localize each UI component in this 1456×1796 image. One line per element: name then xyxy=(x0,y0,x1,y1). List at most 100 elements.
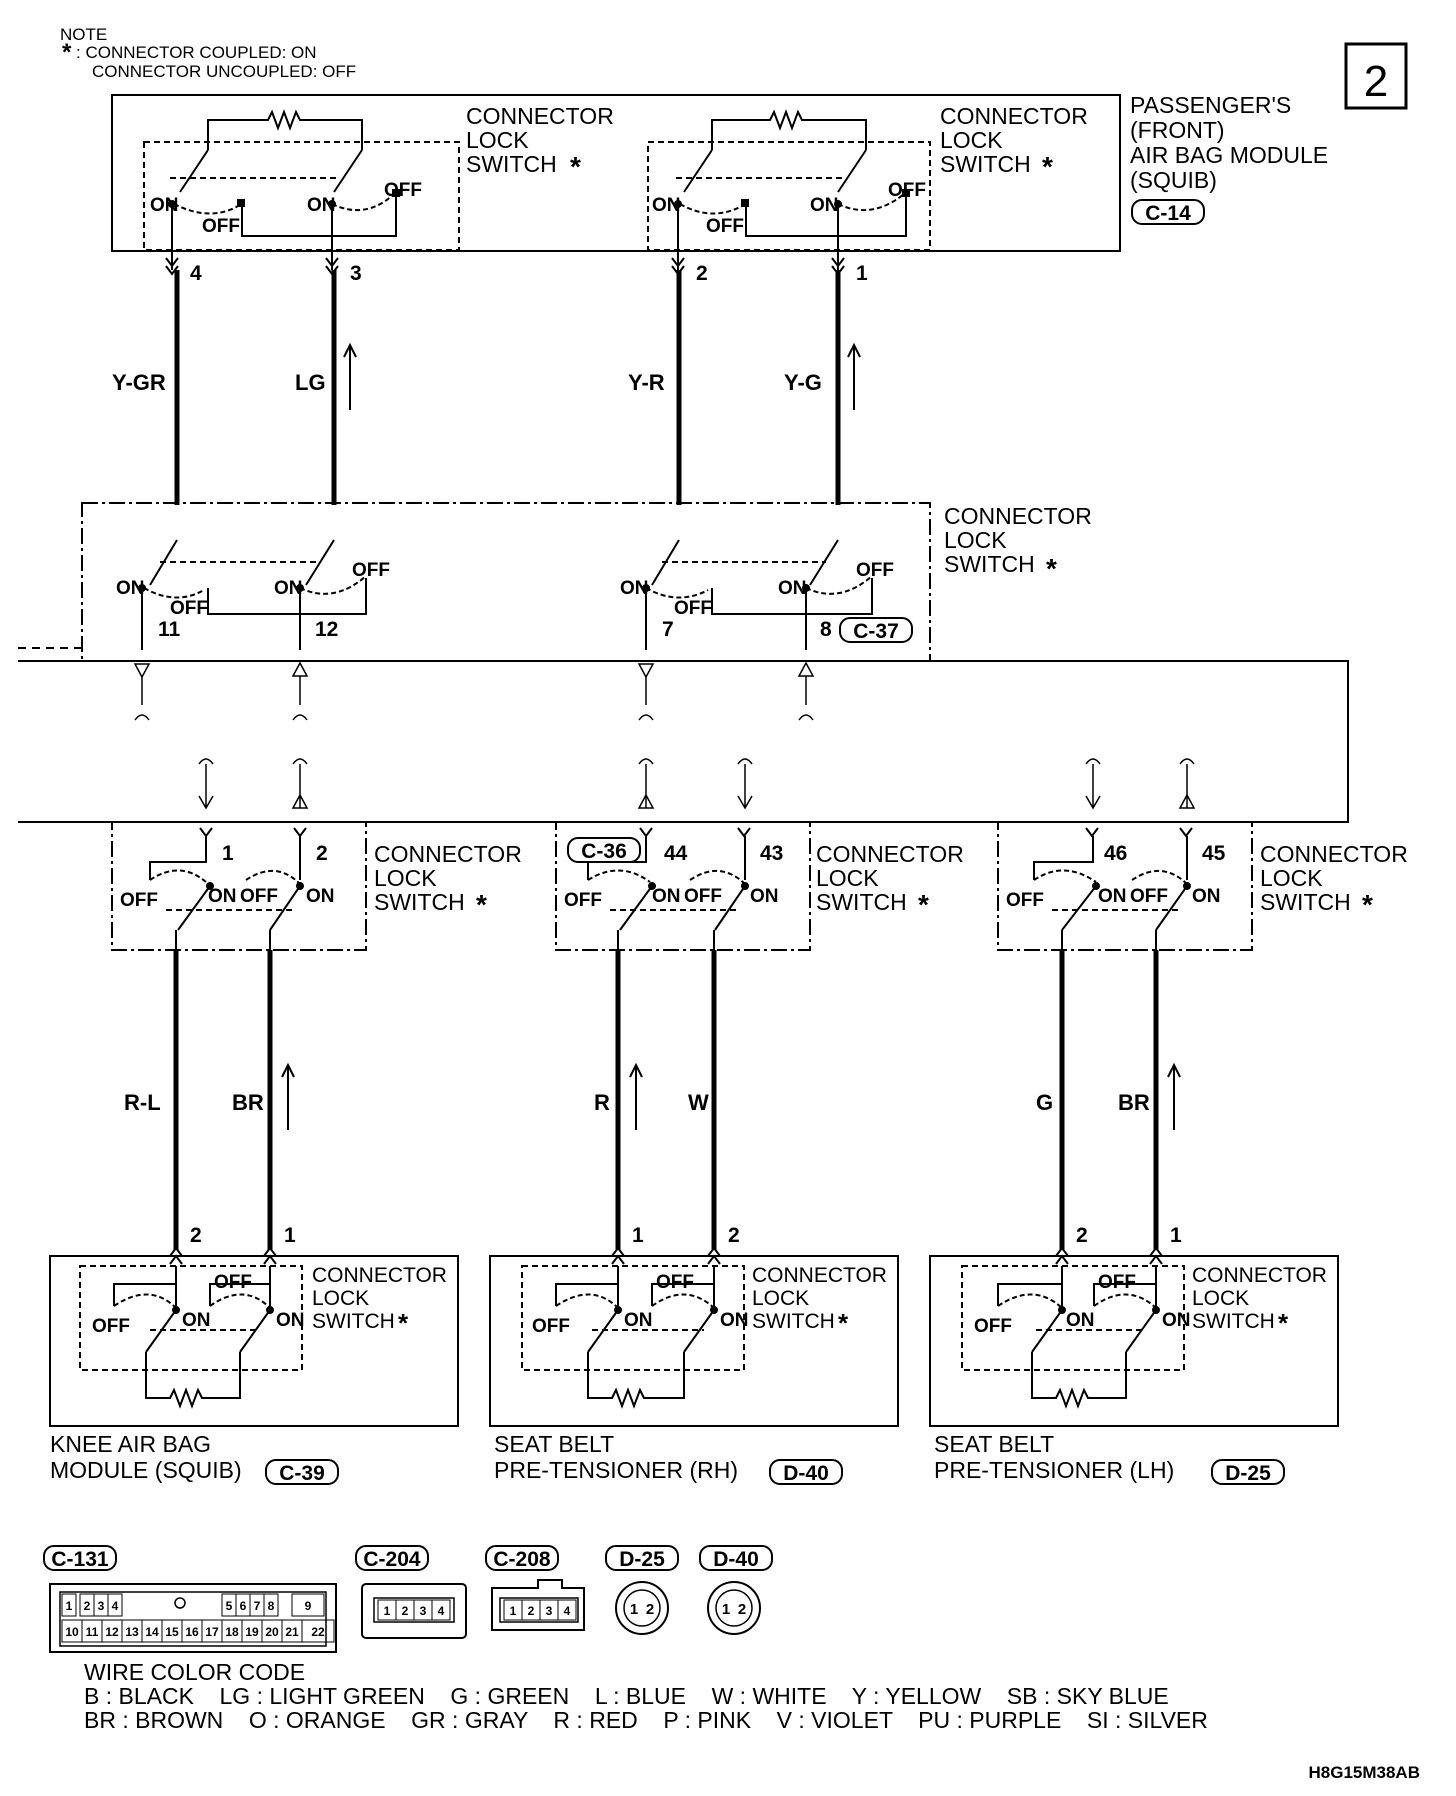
pin-mid-11: 11 xyxy=(158,618,181,641)
connector-pin-number: 1 xyxy=(384,1604,391,1618)
svg-text:LOCK: LOCK xyxy=(312,1287,369,1310)
svg-text:*: * xyxy=(1046,553,1057,584)
current-arrows-upper xyxy=(343,342,861,410)
svg-text:OFF: OFF xyxy=(564,890,602,911)
svg-text:ON: ON xyxy=(620,578,649,599)
connector-code-c37: C-37 xyxy=(853,620,899,643)
connector-view-d40: D-40 1 2 xyxy=(699,1545,773,1635)
connector-pin-number: 22 xyxy=(311,1625,325,1639)
connector-pin-number: 2 xyxy=(528,1604,535,1618)
wire-lower-rl: R-L xyxy=(124,1090,161,1115)
connector-pin-number: 21 xyxy=(285,1625,299,1639)
svg-text:SWITCH: SWITCH xyxy=(466,151,557,177)
pin-lower-44: 44 xyxy=(664,842,688,865)
svg-text:ON: ON xyxy=(624,1310,653,1331)
svg-text:CONNECTOR: CONNECTOR xyxy=(944,503,1092,529)
svg-text:LOCK: LOCK xyxy=(944,527,1007,553)
svg-text:*: * xyxy=(398,1308,409,1338)
svg-text:ON: ON xyxy=(208,886,237,907)
svg-text:D-25: D-25 xyxy=(619,1548,665,1571)
lower-switch-text-knee: OFF ON OFF ON CONNECTOR LOCK SWITCH * xyxy=(120,841,522,920)
current-arrows-lower xyxy=(281,1062,1181,1130)
connector-code-c36: C-36 xyxy=(581,840,627,863)
lh-pretensioner-label: SEAT BELT PRE-TENSIONER (LH) D-25 xyxy=(934,1431,1285,1485)
svg-text:OFF: OFF xyxy=(240,886,278,907)
svg-text:SWITCH: SWITCH xyxy=(374,889,465,915)
lower-wires xyxy=(173,950,1159,1250)
connector-tag-c37 xyxy=(839,617,913,643)
lower-switch-text-lh: OFF ON OFF ON CONNECTOR LOCK SWITCH * xyxy=(1006,841,1408,920)
svg-text:ON: ON xyxy=(1066,1310,1095,1331)
svg-text:ON: ON xyxy=(750,886,779,907)
svg-text:LOCK: LOCK xyxy=(1260,865,1323,891)
pin-lower-43: 43 xyxy=(760,842,783,865)
svg-text:OFF: OFF xyxy=(856,560,894,581)
svg-text:ON: ON xyxy=(720,1310,749,1331)
pin-top-3: 3 xyxy=(350,262,362,285)
connector-pin-number: 6 xyxy=(240,1599,247,1613)
pin-bottom-lh-2: 2 xyxy=(1076,1224,1088,1247)
svg-text:1: 1 xyxy=(722,1601,730,1618)
pin-bottom-knee-2: 2 xyxy=(190,1224,202,1247)
svg-text:CONNECTOR: CONNECTOR xyxy=(1192,1264,1327,1287)
svg-text:PRE-TENSIONER (RH): PRE-TENSIONER (RH) xyxy=(494,1457,738,1483)
diagram-number-box xyxy=(1344,42,1408,110)
svg-text:*: * xyxy=(1362,889,1373,920)
svg-text:D-40: D-40 xyxy=(713,1548,759,1571)
svg-text:OFF: OFF xyxy=(120,890,158,911)
connector-pin-number: 20 xyxy=(265,1625,279,1639)
connector-pin-number: 4 xyxy=(438,1604,445,1618)
connector-pin-cell xyxy=(61,1593,77,1617)
rh-switch-text: OFF ON OFF ON CONNECTOR LOCK SWITCH * xyxy=(532,1264,887,1338)
pin-top-1: 1 xyxy=(856,262,868,285)
connector-pin-number: 16 xyxy=(185,1625,199,1639)
connector-pin-number: 3 xyxy=(98,1599,105,1613)
svg-text:2: 2 xyxy=(646,1601,654,1618)
wire-lower-br-lh: BR xyxy=(1118,1090,1150,1115)
connector-tag-c14 xyxy=(1131,199,1205,225)
svg-text:CONNECTOR: CONNECTOR xyxy=(466,103,614,129)
connector-pin-number: 2 xyxy=(84,1599,91,1613)
svg-text:ON: ON xyxy=(1098,886,1127,907)
knee-airbag-label: KNEE AIR BAG MODULE (SQUIB) C-39 xyxy=(50,1431,339,1485)
svg-text:BR : BROWN O : ORANGE GR: BR : BROWN O : ORANGE GR : GRAY R : RED … xyxy=(84,1707,1208,1733)
svg-text:CONNECTOR: CONNECTOR xyxy=(752,1264,887,1287)
svg-text:SWITCH: SWITCH xyxy=(944,551,1035,577)
top-switch-group-left xyxy=(143,109,460,270)
svg-text:LOCK: LOCK xyxy=(940,127,1003,153)
svg-text:C-208: C-208 xyxy=(493,1548,551,1571)
connector-pin-number: 11 xyxy=(86,1625,99,1639)
wire-upper-ygr: Y-GR xyxy=(112,370,166,395)
svg-text:MODULE (SQUIB): MODULE (SQUIB) xyxy=(50,1457,242,1483)
connector-pin-number: 3 xyxy=(546,1604,553,1618)
note-star: * xyxy=(62,39,72,66)
svg-text:ON: ON xyxy=(306,886,335,907)
knee-switch-text: OFF ON OFF ON CONNECTOR LOCK SWITCH * xyxy=(92,1264,447,1338)
svg-text:SWITCH: SWITCH xyxy=(940,151,1031,177)
svg-text:ON: ON xyxy=(307,195,336,216)
svg-text:D-25: D-25 xyxy=(1225,1462,1271,1485)
connector-pin-number: 1 xyxy=(66,1599,73,1613)
top-switch-text-right: ON OFF ON OFF CONNECTOR LOCK SWITCH * xyxy=(652,103,1088,237)
svg-text:ON: ON xyxy=(116,578,145,599)
svg-text:ON: ON xyxy=(276,1310,305,1331)
pin-bottom-rh-1: 1 xyxy=(632,1224,644,1247)
svg-text:OFF: OFF xyxy=(674,598,712,619)
connector-pin-number: 18 xyxy=(225,1625,239,1639)
connector-pin-number: 3 xyxy=(420,1604,427,1618)
svg-text:AIR BAG MODULE: AIR BAG MODULE xyxy=(1130,142,1328,168)
svg-text:ON: ON xyxy=(182,1310,211,1331)
svg-text:CONNECTOR: CONNECTOR xyxy=(816,841,964,867)
connector-pin-cell xyxy=(301,1619,335,1643)
lower-switch-box-rh xyxy=(555,821,811,972)
svg-text:C-14: C-14 xyxy=(1145,202,1191,225)
svg-text:C-131: C-131 xyxy=(51,1548,109,1571)
seat-belt-pretensioner-rh xyxy=(489,1255,899,1427)
connector-pin-number: 14 xyxy=(145,1625,159,1639)
lower-switch-box-knee xyxy=(111,821,367,972)
rh-pretensioner-label: SEAT BELT PRE-TENSIONER (RH) D-40 xyxy=(494,1431,843,1485)
pin-bottom-knee-1: 1 xyxy=(284,1224,296,1247)
svg-text:SWITCH: SWITCH xyxy=(816,889,907,915)
svg-text:OFF: OFF xyxy=(656,1272,694,1293)
